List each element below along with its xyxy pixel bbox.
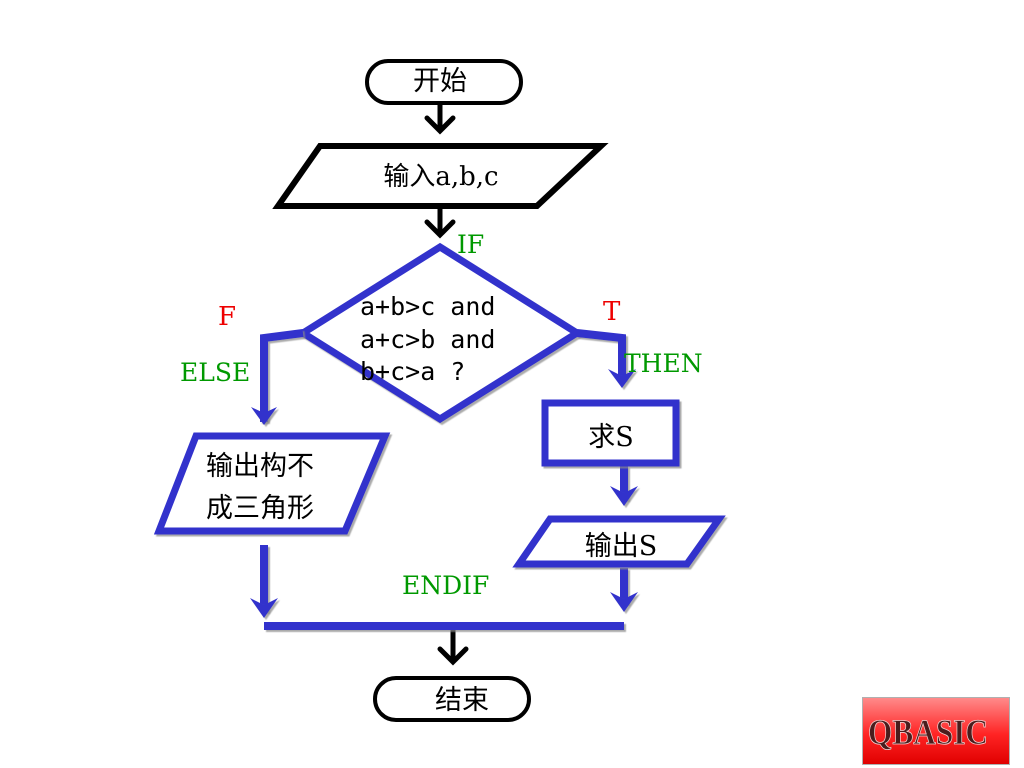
condition-line-3: b+c>a ?: [360, 357, 465, 386]
input-node: 输入a,b,c: [272, 143, 609, 209]
output-s-node: 输出S: [512, 515, 726, 568]
blue-connectors: [260, 329, 628, 630]
else-output-node: 输出构不 成三角形: [153, 432, 391, 535]
end-label: 结束: [435, 685, 489, 716]
else-output-line-2: 成三角形: [206, 493, 314, 524]
condition-line-2: a+c>b and: [360, 325, 495, 354]
false-label: F: [218, 302, 236, 332]
start-terminal: 开始: [365, 59, 523, 105]
else-output-line-1: 输出构不: [206, 451, 314, 482]
if-label: IF: [457, 230, 484, 259]
true-label: T: [603, 297, 621, 327]
qbasic-logo-mark: QBASIC: [868, 712, 989, 753]
blue-arrowheads: [250, 369, 638, 618]
output-s-label: 输出S: [585, 531, 658, 562]
black-connectors: [424, 101, 469, 666]
condition-line-1: a+b>c and: [360, 292, 495, 321]
end-terminal: 结束: [373, 676, 531, 722]
else-label: ELSE: [180, 358, 250, 387]
compute-label: 求S: [588, 422, 634, 453]
qbasic-logo-text: QBASIC: [868, 712, 988, 752]
start-label: 开始: [413, 66, 467, 97]
decision-node: a+b>c and a+c>b and b+c>a ?: [296, 242, 584, 424]
input-label: 输入a,b,c: [383, 162, 498, 192]
qbasic-logo-icon: QBASIC: [862, 697, 1010, 765]
compute-node: 求S: [541, 399, 680, 467]
endif-label: ENDIF: [402, 571, 489, 600]
then-label: THEN: [624, 349, 703, 378]
